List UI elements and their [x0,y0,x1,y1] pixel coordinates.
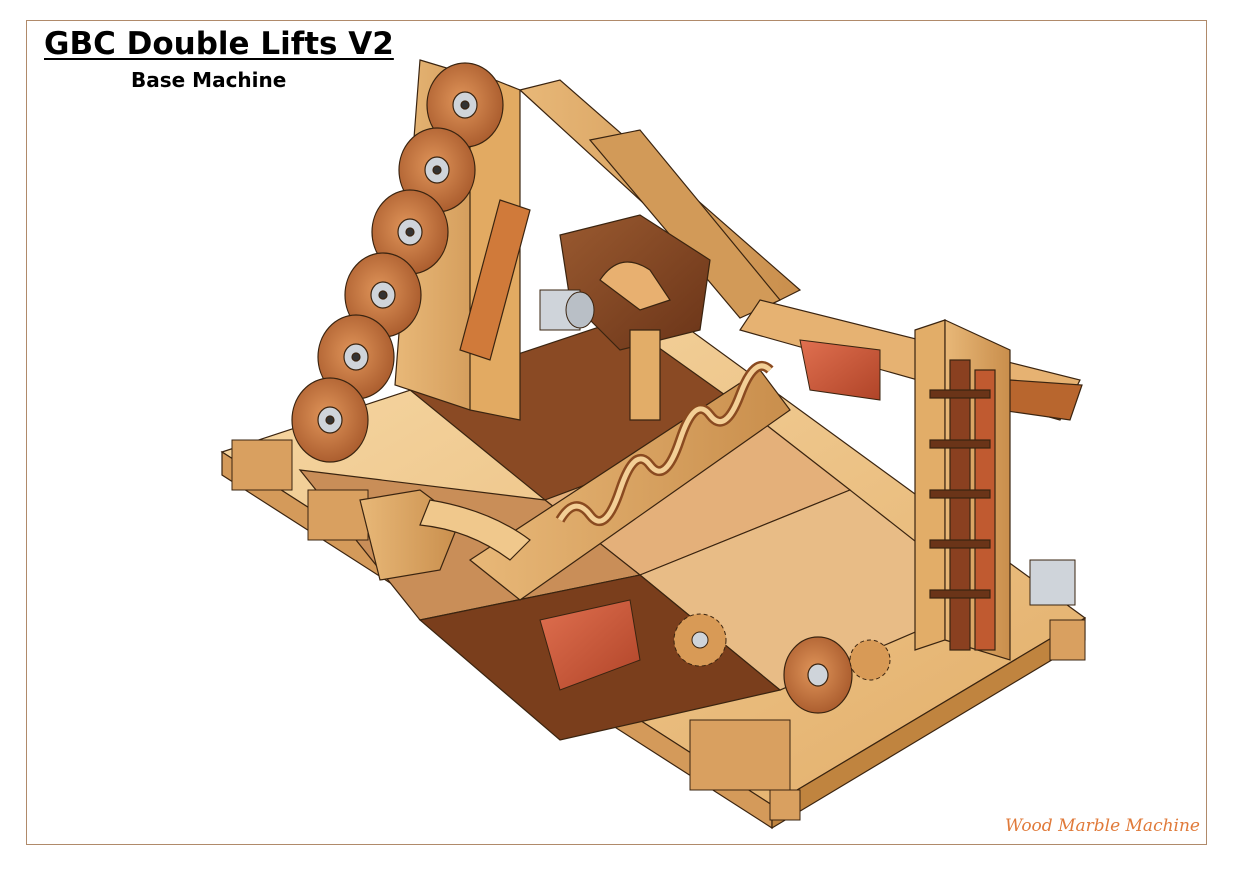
base-feet [231,439,1086,821]
front-wheel [783,636,853,714]
lift-wheels [291,62,504,463]
lift-wheel [291,377,369,463]
drawing-subtitle: Base Machine [131,68,287,92]
right-lift-tower [914,319,1011,661]
drawing-frame [26,20,1207,845]
credit-text: Wood Marble Machine [1005,816,1200,836]
motor [539,289,595,331]
drawing-title: GBC Double Lifts V2 [44,26,394,62]
front-gate [359,489,531,581]
lift-steps [929,389,991,599]
gear [849,639,891,681]
motor [1029,559,1076,606]
center-holder [559,214,711,421]
lift-wheel [426,62,504,148]
red-comb [539,339,881,691]
center-ramp [468,360,791,601]
gear [673,613,727,667]
lift-wheel [371,189,449,275]
